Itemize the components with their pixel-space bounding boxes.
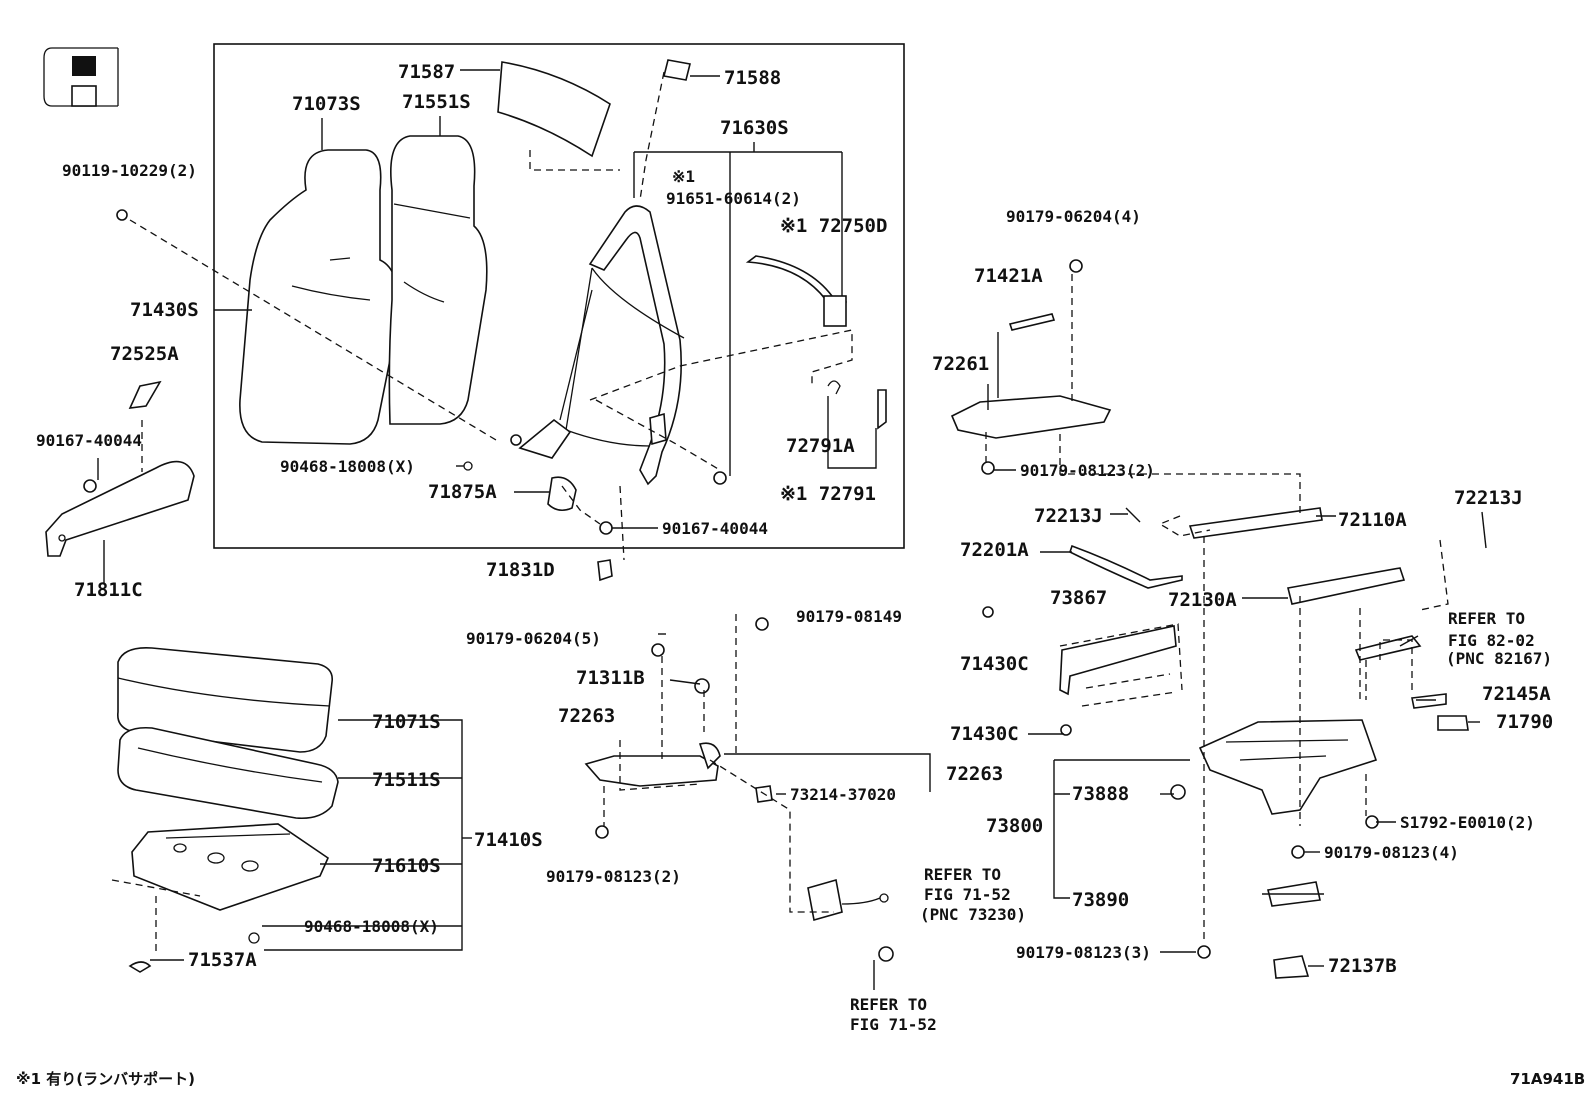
label-71790: 71790 xyxy=(1496,711,1553,733)
assembly-dashes xyxy=(111,71,1449,956)
label-71410S: 71410S xyxy=(474,829,543,851)
side-shield-71811C xyxy=(45,460,195,557)
label-72137B: 72137B xyxy=(1328,955,1397,977)
seat-position-icon xyxy=(43,47,119,107)
label-71588: 71588 xyxy=(724,67,781,89)
belt-buckle xyxy=(807,878,894,962)
label-S1792: S1792-E0010(2) xyxy=(1400,813,1535,832)
label-90167b: 90167-40044 xyxy=(662,519,768,538)
label-ref71a-line2: FIG 71-52 xyxy=(924,885,1011,904)
clip-71831D xyxy=(597,559,613,582)
bracket-72263 xyxy=(584,617,769,839)
label-ref71b-line1: REFER TO xyxy=(850,995,927,1014)
label-73888: 73888 xyxy=(1072,783,1129,805)
hook-71537A xyxy=(128,961,152,973)
label-71311B: 71311B xyxy=(576,667,645,689)
label-91651: 91651-60614(2) xyxy=(666,189,801,208)
retainer-90468 xyxy=(248,932,260,944)
label-90468b: 90468-18008(X) xyxy=(304,917,439,936)
label-90179-08123-2b: 90179-08123(2) xyxy=(546,867,681,886)
cushion-frame xyxy=(131,823,330,911)
lumbar-support-72750D xyxy=(745,255,847,327)
label-72201A: 72201A xyxy=(960,539,1029,561)
label-90179-06204-4: 90179-06204(4) xyxy=(1006,207,1141,226)
label-72110A: 72110A xyxy=(1338,509,1407,531)
label-72213J-a: 72213J xyxy=(1034,505,1103,527)
label-71551S: 71551S xyxy=(402,91,471,113)
part-labels: 71587 71588 71073S 71551S 71630S ※1 9165… xyxy=(16,61,1585,1088)
seatback-frame xyxy=(518,205,685,486)
label-71875A: 71875A xyxy=(428,481,497,503)
clip-72791A xyxy=(827,380,841,395)
seatback-group-frame xyxy=(213,43,905,549)
seatback-pad xyxy=(388,135,488,425)
label-72791: ※1 72791 xyxy=(780,483,876,505)
label-90179-08149: 90179-08149 xyxy=(796,607,902,626)
label-72750D: ※1 72750D xyxy=(780,215,887,237)
label-71430C-a: 71430C xyxy=(960,653,1029,675)
label-71511S: 71511S xyxy=(372,769,441,791)
label-ref71a-line1: REFER TO xyxy=(924,865,1001,884)
label-71630S: 71630S xyxy=(720,117,789,139)
label-71588 xyxy=(663,59,691,81)
label-ref82-line2: FIG 82-02 xyxy=(1448,631,1535,650)
label-72525A: 72525A xyxy=(110,343,179,365)
seatback-cover xyxy=(239,149,400,445)
label-71430C-b: 71430C xyxy=(950,723,1019,745)
label-71071S: 71071S xyxy=(372,711,441,733)
label-72261: 72261 xyxy=(932,353,989,375)
label-90179-08123-3: 90179-08123(3) xyxy=(1016,943,1151,962)
label-90179-08123-2a: 90179-08123(2) xyxy=(1020,461,1155,480)
label-71610S: 71610S xyxy=(372,855,441,877)
label-71811C: 71811C xyxy=(74,579,143,601)
label-71421A: 71421A xyxy=(974,265,1043,287)
label-90179-08123-4: 90179-08123(4) xyxy=(1324,843,1459,862)
label-90167a: 90167-40044 xyxy=(36,431,142,450)
label-72145A: 72145A xyxy=(1482,683,1551,705)
label-71430S: 71430S xyxy=(130,299,199,321)
track-parts xyxy=(950,259,1469,979)
label-73214: 73214-37020 xyxy=(790,785,896,804)
label-73800: 73800 xyxy=(986,815,1043,837)
label-71073S: 71073S xyxy=(292,93,361,115)
label-73867: 73867 xyxy=(1050,587,1107,609)
label-90119: 90119-10229(2) xyxy=(62,161,197,180)
label-mark1: ※1 xyxy=(672,167,695,186)
label-72130A: 72130A xyxy=(1168,589,1237,611)
leader-lines xyxy=(97,69,1487,990)
label-90179-06204-5: 90179-06204(5) xyxy=(466,629,601,648)
label-90468a: 90468-18008(X) xyxy=(280,457,415,476)
label-71587: 71587 xyxy=(398,61,455,83)
label-ref71b-line2: FIG 71-52 xyxy=(850,1015,937,1034)
label-72263-b: 72263 xyxy=(946,763,1003,785)
figure-code: 71A941B xyxy=(1510,1070,1585,1088)
label-73890: 73890 xyxy=(1072,889,1129,911)
back-board-71587 xyxy=(497,61,611,158)
cushion-cover xyxy=(117,646,334,753)
recliner-71875A xyxy=(547,476,577,512)
footnote: ※1 有り(ランバサポート) xyxy=(16,1070,195,1088)
cushion-pad xyxy=(117,726,339,820)
label-ref71a-line3: (PNC 73230) xyxy=(920,905,1026,924)
rod-72791 xyxy=(877,389,887,430)
label-ref82-line3: (PNC 82167) xyxy=(1446,649,1552,668)
label-ref82-line1: REFER TO xyxy=(1448,609,1525,628)
label-71831D: 71831D xyxy=(486,559,555,581)
label-71537A: 71537A xyxy=(188,949,257,971)
label-72791A: 72791A xyxy=(786,435,855,457)
label-72213J-b: 72213J xyxy=(1454,487,1523,509)
clip-72525A xyxy=(128,380,162,409)
label-72263-a: 72263 xyxy=(558,705,615,727)
